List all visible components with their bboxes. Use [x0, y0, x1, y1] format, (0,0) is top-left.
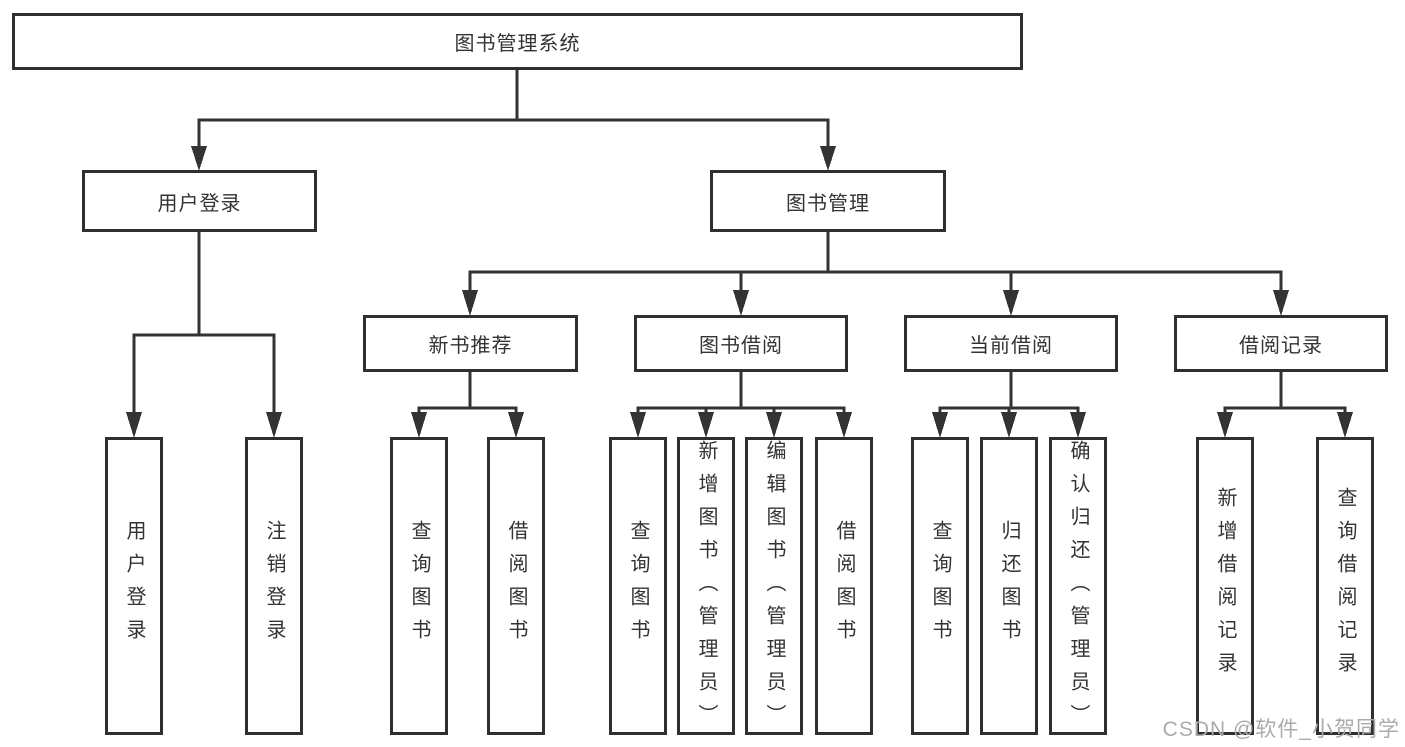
leaf-return-books: 归还图书 — [980, 437, 1038, 735]
leaf-query-books-current: 查询图书 — [911, 437, 969, 735]
node-label: 用户登录 — [123, 520, 145, 652]
node-label: 查询借阅记录 — [1334, 487, 1356, 685]
node-user-login-branch: 用户登录 — [82, 170, 317, 232]
leaf-borrow-books-recommend: 借阅图书 — [487, 437, 545, 735]
node-label: 借阅记录 — [1239, 335, 1323, 357]
node-book-management-branch: 图书管理 — [710, 170, 946, 232]
node-label: 新增借阅记录 — [1214, 487, 1236, 685]
leaf-add-borrow-record: 新增借阅记录 — [1196, 437, 1254, 735]
leaf-confirm-return-admin: 确认归还（管理员） — [1049, 437, 1107, 737]
node-label: 新增图书（管理员） — [695, 440, 717, 737]
leaf-query-books-recommend: 查询图书 — [390, 437, 448, 735]
leaf-edit-books-admin: 编辑图书（管理员） — [745, 437, 803, 737]
node-label: 查询图书 — [627, 520, 649, 652]
node-label: 借阅图书 — [833, 520, 855, 652]
node-label: 编辑图书（管理员） — [763, 440, 785, 737]
leaf-borrow-books: 借阅图书 — [815, 437, 873, 735]
node-label: 图书管理系统 — [454, 33, 581, 55]
node-book-borrowing: 图书借阅 — [634, 315, 848, 372]
leaf-logout: 注销登录 — [245, 437, 303, 735]
node-borrowing-records: 借阅记录 — [1174, 315, 1388, 372]
node-label: 图书管理 — [786, 192, 870, 215]
node-label: 注销登录 — [263, 520, 285, 652]
node-label: 借阅图书 — [505, 520, 527, 652]
csdn-watermark: CSDN @软件_小贺同学 — [1162, 718, 1400, 741]
node-label: 归还图书 — [998, 520, 1020, 652]
leaf-add-books-admin: 新增图书（管理员） — [677, 437, 735, 737]
node-label: 用户登录 — [157, 192, 242, 215]
node-label: 当前借阅 — [969, 335, 1053, 357]
leaf-query-borrow-record: 查询借阅记录 — [1316, 437, 1374, 735]
node-label: 确认归还（管理员） — [1067, 440, 1089, 737]
leaf-user-login: 用户登录 — [105, 437, 163, 735]
node-label: 查询图书 — [408, 520, 430, 652]
leaf-query-books-borrow: 查询图书 — [609, 437, 667, 735]
node-label: 新书推荐 — [428, 335, 513, 357]
node-current-borrowing: 当前借阅 — [904, 315, 1118, 372]
node-label: 查询图书 — [929, 520, 951, 652]
node-label: 图书借阅 — [699, 335, 783, 357]
node-new-book-recommendation: 新书推荐 — [363, 315, 578, 372]
node-library-management-system: 图书管理系统 — [12, 13, 1023, 70]
